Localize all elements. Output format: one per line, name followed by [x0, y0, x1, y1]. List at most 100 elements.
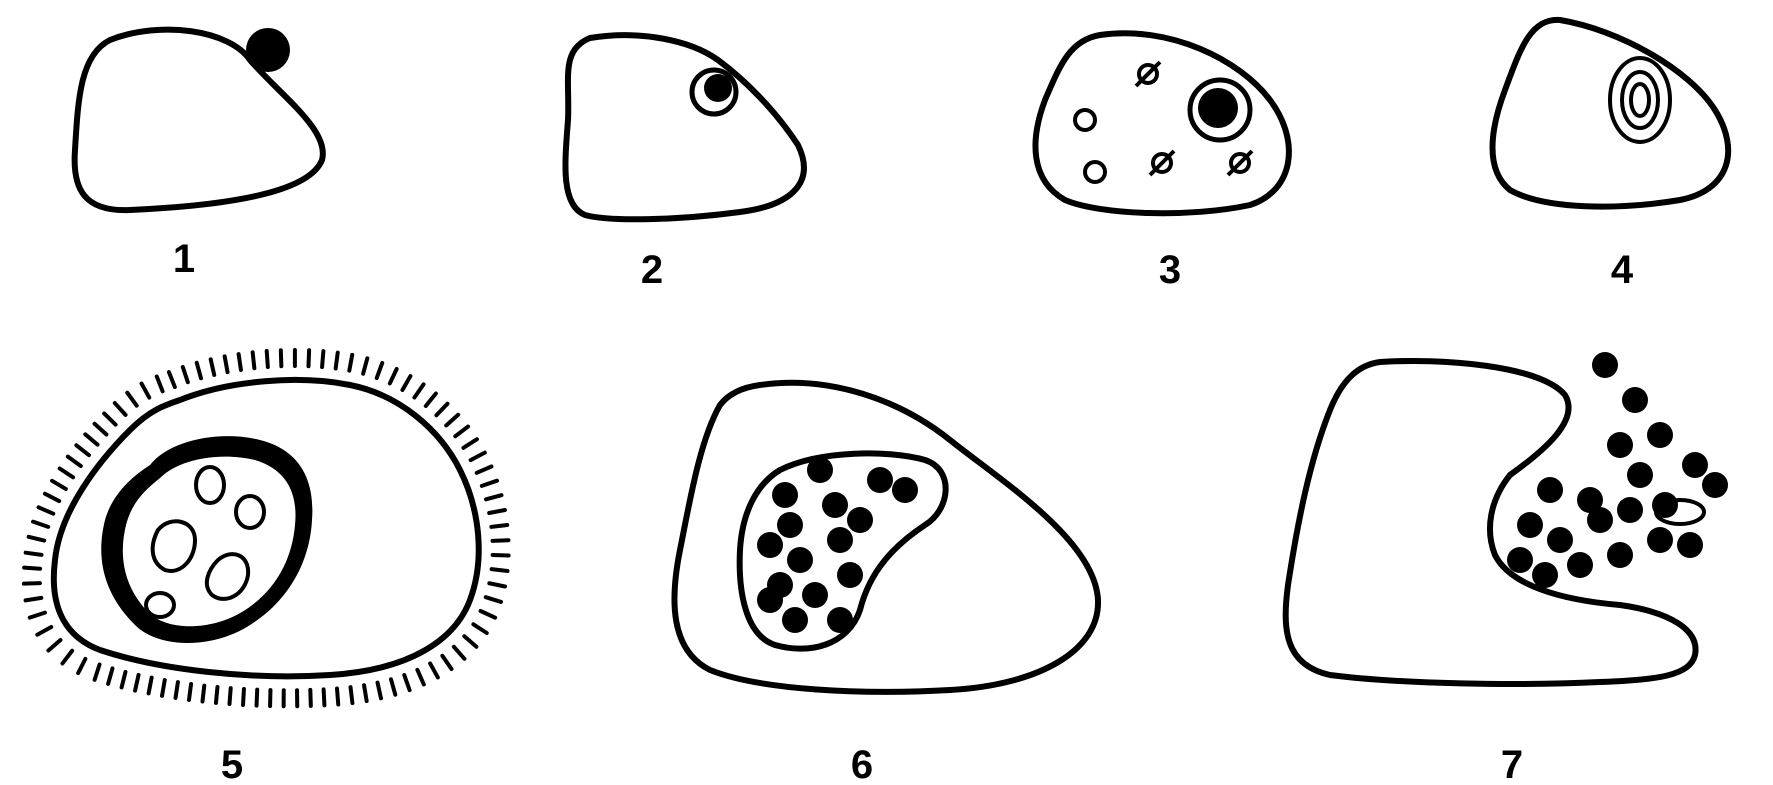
- granule: [1537, 477, 1563, 503]
- fringe-spike: [127, 393, 136, 406]
- fringe-spike: [378, 683, 381, 699]
- fringe-spike: [364, 685, 367, 701]
- panel-label-2: 2: [641, 248, 663, 292]
- fringe-spike: [491, 525, 507, 527]
- fringe-spike: [363, 358, 367, 373]
- granule: [1702, 472, 1728, 498]
- fringe-spike: [454, 647, 465, 659]
- granule: [892, 477, 918, 503]
- fringe-spike: [455, 427, 468, 437]
- fringe-spike: [417, 670, 423, 685]
- fringe-spike: [211, 359, 215, 375]
- fringe-spike: [281, 350, 282, 366]
- fringe-spike: [391, 679, 395, 694]
- fringe-spike: [135, 675, 138, 691]
- panel-label-5: 5: [221, 743, 243, 785]
- panel-1: 1: [75, 28, 323, 281]
- fringe-spike: [60, 468, 73, 477]
- fringe-spike: [225, 356, 228, 372]
- fringe-spike: [48, 640, 60, 650]
- fringe-spike: [33, 522, 48, 527]
- fringe-spike: [257, 690, 258, 706]
- fringe-spike: [39, 507, 54, 513]
- fringe-spike: [157, 376, 163, 391]
- fringe-spike: [463, 439, 476, 448]
- fringe-spike: [189, 684, 191, 700]
- fringe-spike: [442, 656, 451, 669]
- panel-7: 7: [1286, 352, 1728, 785]
- fringe-spike: [26, 553, 42, 555]
- residual-granules: [757, 457, 918, 633]
- particle: [704, 74, 732, 102]
- fringe-spike: [142, 384, 150, 398]
- fringe-spike: [243, 689, 244, 705]
- fringe-spike: [115, 403, 126, 415]
- particle: [246, 28, 290, 72]
- fringe-spike: [436, 404, 447, 416]
- fringe-spike: [349, 355, 352, 371]
- particle-remnant: [1631, 84, 1649, 116]
- panel-6: 6: [674, 383, 1098, 785]
- released-granules: [1507, 352, 1728, 588]
- fringe-spike: [162, 680, 165, 696]
- fringe-spike: [464, 636, 476, 647]
- fringe-spike: [78, 659, 85, 673]
- fringe-spike: [489, 583, 505, 586]
- phagolysosome-inner: [1622, 72, 1658, 128]
- fringe-spike: [216, 687, 218, 703]
- panel-label-4: 4: [1611, 248, 1634, 292]
- granule: [847, 507, 873, 533]
- granule: [802, 582, 828, 608]
- lysosome: [1136, 62, 1160, 86]
- fringe-spike: [29, 537, 45, 541]
- granule: [772, 482, 798, 508]
- fringe-spike: [176, 682, 178, 698]
- granule: [1517, 512, 1543, 538]
- granule: [777, 512, 803, 538]
- vesicle: [1085, 162, 1105, 182]
- fringe-spike: [26, 598, 42, 601]
- fringe-spike: [486, 597, 501, 602]
- fringe-spike: [482, 481, 497, 486]
- panel-2: 2: [565, 35, 803, 292]
- fringe-spike: [95, 665, 100, 680]
- fringe-spike: [104, 413, 115, 424]
- fringe-spike: [473, 624, 486, 633]
- fringe-spike: [493, 540, 509, 541]
- fringe-spike: [446, 415, 458, 426]
- panel-4: 4: [1493, 20, 1729, 292]
- fringe-spike: [486, 495, 501, 499]
- panel-label-1: 1: [173, 237, 195, 281]
- fringe-spike: [471, 453, 485, 460]
- granule: [757, 532, 783, 558]
- fringe-spike: [324, 689, 325, 705]
- granule: [827, 527, 853, 553]
- fringe-spike: [76, 445, 89, 455]
- fringe-spike: [95, 424, 107, 435]
- granule: [1617, 497, 1643, 523]
- lysosome: [1150, 151, 1174, 175]
- fringe-spike: [430, 663, 438, 677]
- fringe-spike: [267, 351, 268, 367]
- granule: [807, 457, 833, 483]
- granule: [1647, 422, 1673, 448]
- fringe-spike: [390, 369, 397, 383]
- fringe-spike: [52, 481, 66, 489]
- granule: [1577, 487, 1603, 513]
- granule: [867, 467, 893, 493]
- fringe-spike: [62, 651, 72, 664]
- fringe-spike: [149, 678, 152, 694]
- fringe-spike: [402, 376, 410, 390]
- fringe-spike: [489, 510, 505, 513]
- granule: [787, 547, 813, 573]
- fringe-spike: [308, 350, 309, 366]
- fringe-spike: [414, 384, 423, 397]
- fringe-spike: [229, 688, 230, 704]
- granule: [827, 607, 853, 633]
- granule: [1682, 452, 1708, 478]
- fringe-spike: [37, 627, 51, 635]
- granule: [1532, 562, 1558, 588]
- granule: [1607, 432, 1633, 458]
- fringe-spike: [492, 569, 508, 571]
- fringe-spike: [197, 363, 201, 378]
